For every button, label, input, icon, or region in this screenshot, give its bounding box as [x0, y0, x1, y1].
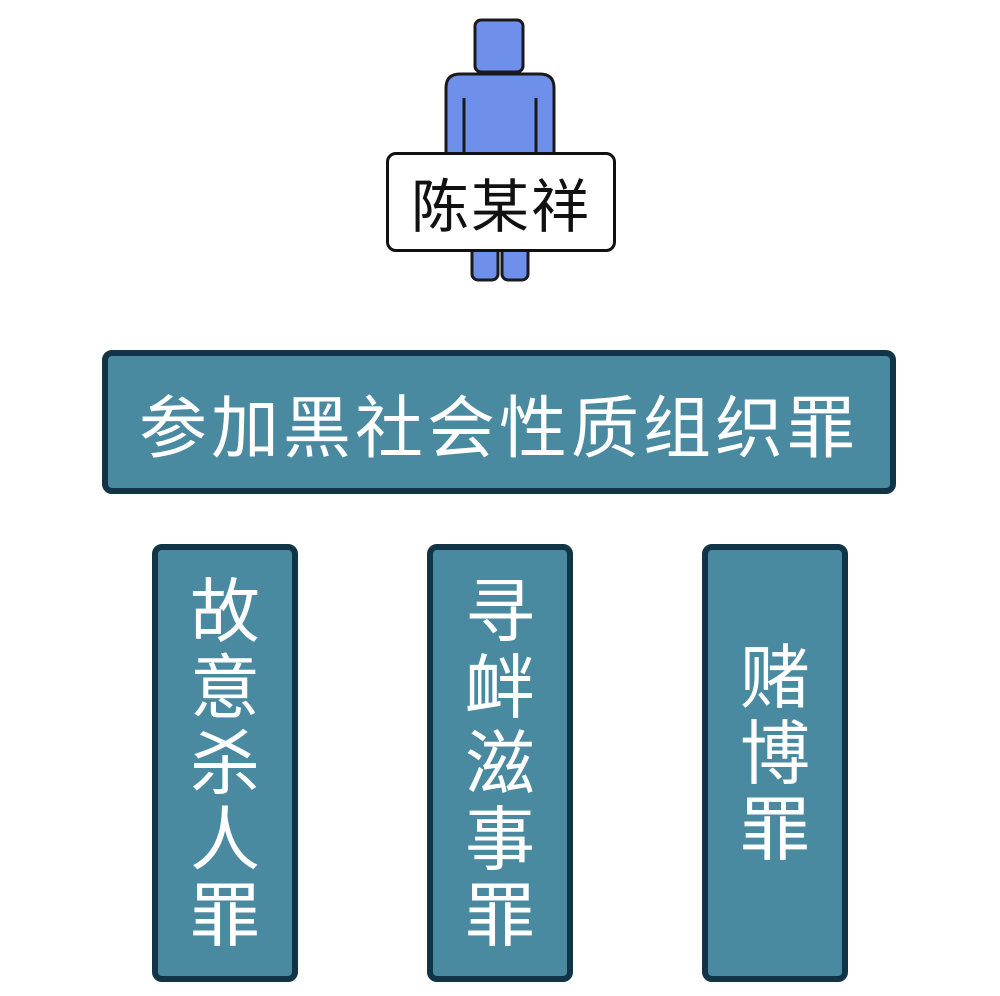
person-name: 陈某祥: [410, 173, 591, 241]
crime-char: 事: [465, 799, 535, 881]
crime-char: 罪: [190, 875, 260, 957]
crime-panel-provoking-trouble: 寻 衅 滋 事 罪: [427, 544, 573, 982]
crime-panel-murder: 故 意 杀 人 罪: [152, 544, 298, 982]
crime-char: 罪: [740, 789, 810, 871]
crime-char: 赌: [740, 637, 810, 719]
crime-char: 故: [190, 571, 260, 653]
name-card: 陈某祥: [386, 152, 616, 252]
crime-panel-gambling: 赌 博 罪: [702, 544, 848, 982]
crime-char: 寻: [465, 571, 535, 653]
group-crime-panel: 参加黑社会性质组织罪: [102, 350, 896, 494]
crime-char: 罪: [465, 875, 535, 957]
crime-char: 意: [190, 647, 260, 729]
crime-char: 杀: [190, 723, 260, 805]
crime-char: 博: [740, 713, 810, 795]
crime-char: 人: [190, 799, 260, 881]
crime-char: 滋: [465, 723, 535, 805]
group-crime-label: 参加黑社会性质组织罪: [138, 389, 859, 469]
crime-char: 衅: [465, 647, 535, 729]
